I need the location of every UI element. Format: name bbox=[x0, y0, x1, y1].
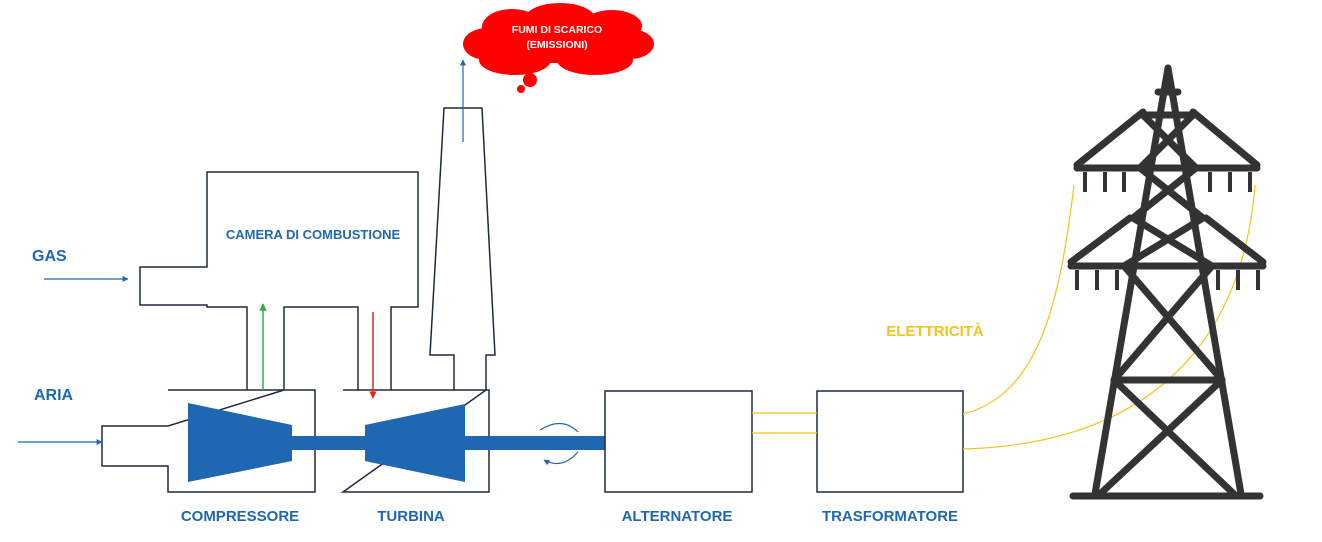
combustion-chamber-label: CAMERA DI COMBUSTIONE bbox=[226, 227, 401, 242]
transformer-box bbox=[816, 390, 964, 493]
turbine-rotor bbox=[365, 404, 465, 482]
compressor-label: COMPRESSORE bbox=[181, 508, 299, 525]
alternator-label: ALTERNATORE bbox=[622, 508, 733, 525]
transformer-label: TRASFORMATORE bbox=[822, 508, 958, 525]
rotation-arrow-icon bbox=[539, 422, 579, 466]
electricity-label: ELETTRICITÀ bbox=[886, 323, 984, 340]
tower-insulators bbox=[1075, 172, 1260, 290]
transmission-tower-icon bbox=[1067, 64, 1267, 500]
emissions-label-line2: (EMISSIONI) bbox=[526, 39, 587, 51]
electric-wires bbox=[752, 184, 1256, 450]
turbine-label: TURBINA bbox=[377, 508, 445, 525]
aria-label: ARIA bbox=[34, 387, 74, 404]
alternator-box bbox=[604, 390, 753, 493]
emission-cloud-icon bbox=[463, 3, 654, 93]
compressor-rotor bbox=[188, 403, 292, 482]
gas-label: GAS bbox=[32, 248, 67, 265]
emissions-label-line1: FUMI DI SCARICO bbox=[512, 24, 602, 36]
exhaust-stack bbox=[429, 107, 496, 391]
combustion-chamber bbox=[139, 171, 419, 391]
